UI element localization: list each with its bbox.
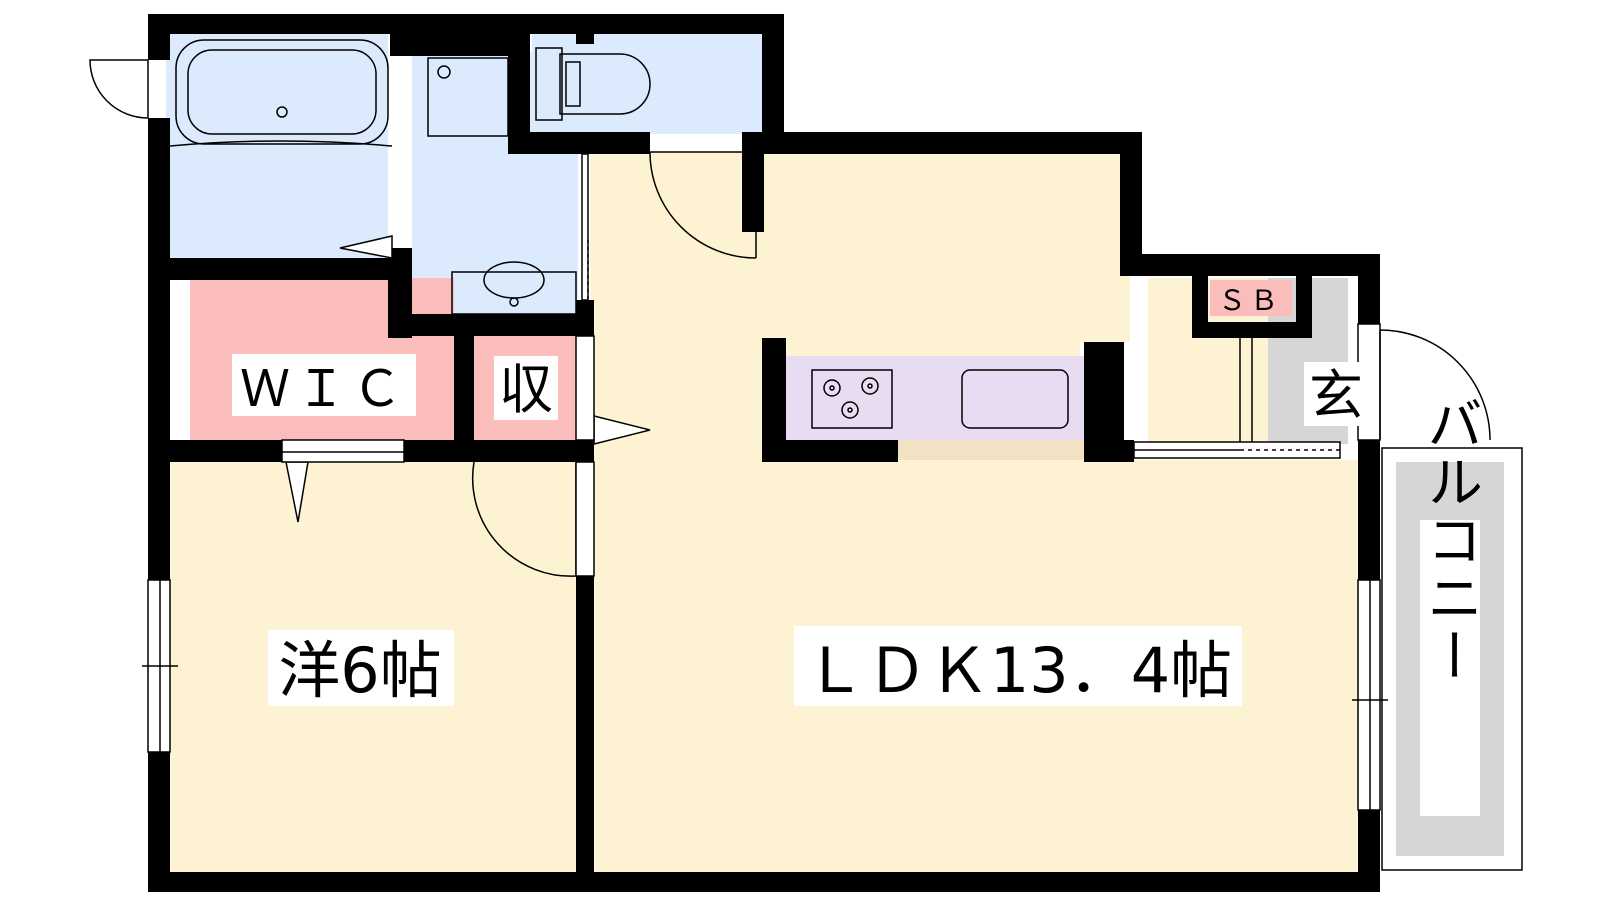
toilet-door <box>649 151 757 259</box>
doors-windows <box>89 59 1491 811</box>
shoebox-area <box>1210 280 1292 316</box>
wic-label: ＷＩＣ <box>240 360 408 418</box>
washing-machine-space <box>427 57 509 137</box>
shoebox-label: ＳＢ <box>1218 284 1282 317</box>
balcony-window <box>1357 579 1381 811</box>
bath-exterior-door <box>89 59 149 119</box>
bathtub <box>175 39 389 145</box>
toilet-area <box>532 32 764 134</box>
ldk-label: ＬＤＫ13．4帖 <box>804 634 1232 707</box>
fixtures <box>169 39 1069 429</box>
wash-basin <box>451 271 577 315</box>
kitchen-sink <box>961 369 1069 429</box>
room-labels: ＷＩＣ 収 洋6帖 ＬＤＫ13．4帖 ＳＢ 玄 バルコニー <box>232 284 1483 816</box>
walls <box>148 14 1380 892</box>
entrance-door <box>1379 329 1491 441</box>
kitchen-edge <box>898 440 1084 460</box>
storage-label: 収 <box>499 358 553 421</box>
balcony-label: バルコニー <box>1418 395 1483 685</box>
stove <box>811 369 893 429</box>
entrance-label: 玄 <box>1309 364 1363 427</box>
toilet-bowl <box>559 53 651 115</box>
western-door <box>471 461 577 577</box>
western-room-label: 洋6帖 <box>278 634 441 707</box>
